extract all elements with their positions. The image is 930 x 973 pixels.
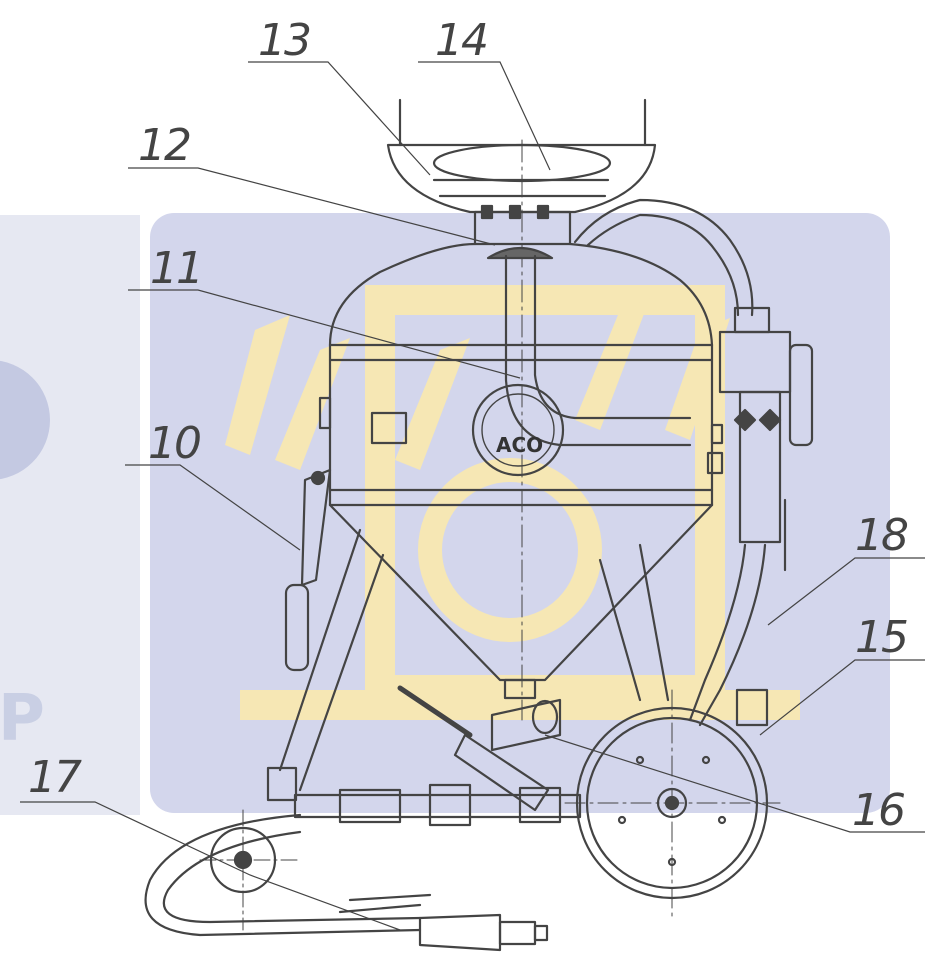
- rear-caster: [199, 809, 301, 931]
- control-valve-assembly: [573, 198, 814, 727]
- leader-lines: [20, 61, 925, 931]
- filling-neck: [473, 204, 572, 260]
- funnel-hopper: [386, 98, 657, 214]
- callout-10: 10: [148, 418, 200, 469]
- callout-16: 16: [852, 785, 905, 836]
- callout-12: 12: [138, 120, 190, 171]
- watermark-letter: P: [0, 682, 45, 756]
- callout-15: 15: [855, 612, 907, 663]
- callout-labels: 13 14 12 11 10 18 15 17 16: [28, 15, 910, 836]
- handle-lever: [284, 468, 332, 672]
- frame-legs: [266, 528, 670, 802]
- blast-hose: [144, 813, 549, 952]
- callout-13: 13: [258, 15, 310, 66]
- callout-11: 11: [150, 243, 202, 294]
- watermark-emblem: [225, 285, 800, 720]
- callout-17: 17: [28, 752, 82, 803]
- internal-pipe: [504, 254, 692, 447]
- callout-14: 14: [435, 15, 487, 66]
- metering-valve: [397, 678, 562, 812]
- lower-frame: [293, 783, 582, 827]
- callout-18: 18: [855, 510, 908, 561]
- machine-drawing: АСО: [144, 98, 814, 952]
- watermark: P: [0, 213, 890, 815]
- nameplate-text: АСО: [496, 433, 543, 457]
- nameplate: АСО: [471, 383, 565, 477]
